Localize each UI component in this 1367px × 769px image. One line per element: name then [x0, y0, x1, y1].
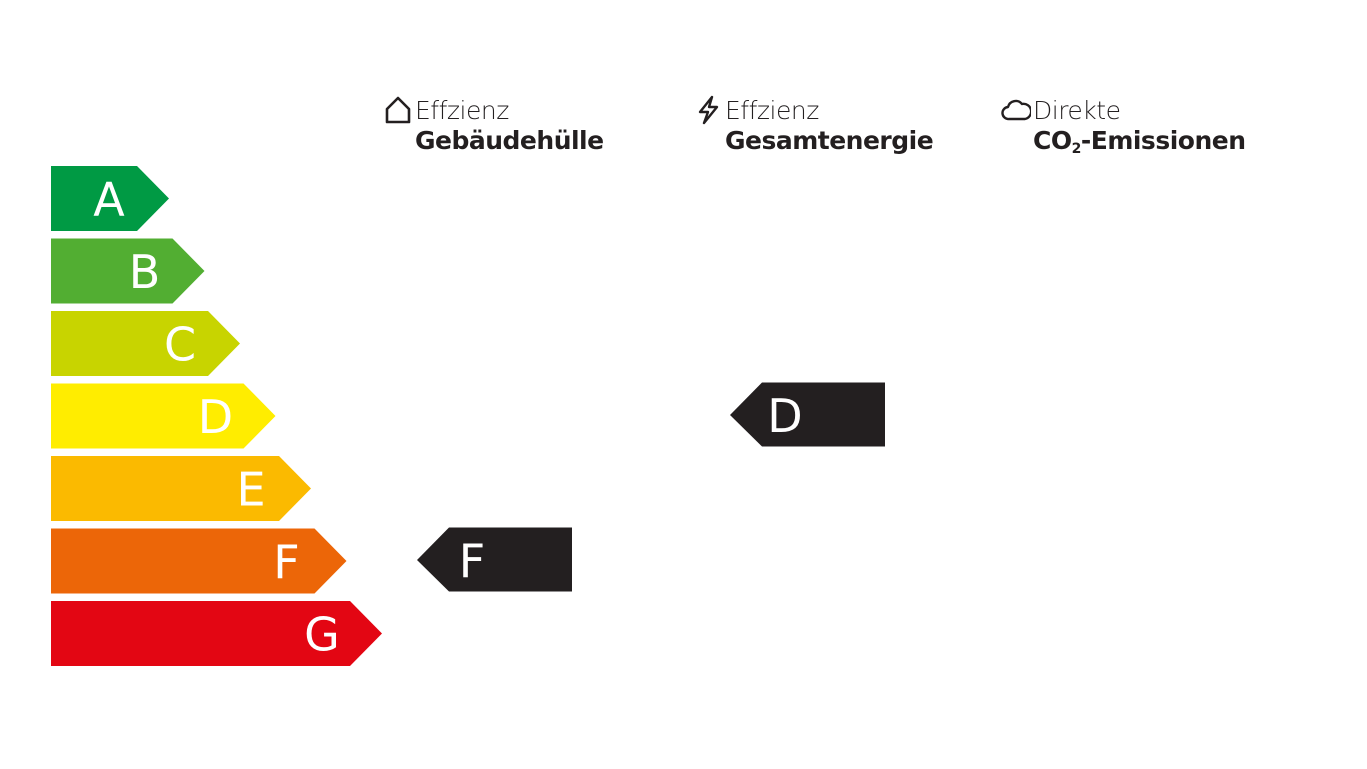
emissions-text: -Emissionen [1080, 126, 1246, 155]
energy-class-bar-D [51, 383, 276, 449]
energy-class-label-C: C [164, 318, 196, 372]
energy-class-bar-F [51, 528, 347, 594]
header-line1: Direkte [1033, 95, 1121, 125]
header-line2: Gebäudehülle [415, 126, 604, 155]
lightning-icon [698, 95, 719, 125]
energy-class-bar-C [51, 311, 240, 376]
energy-class-label-E: E [236, 463, 265, 517]
rating-indicator-1 [417, 527, 572, 592]
energy-class-label-A: A [93, 173, 125, 227]
rating-indicator-label: F [459, 534, 485, 588]
cloud-icon [1001, 99, 1031, 121]
header-line1: Effzienz [725, 95, 819, 125]
column-header-total-energy: Effzienz Gesamtenergie [693, 94, 934, 155]
energy-class-label-F: F [273, 535, 299, 589]
header-line2: CO2-Emissionen [1033, 126, 1246, 157]
energy-class-bar-B [51, 238, 205, 304]
house-icon [385, 96, 411, 124]
energy-class-label-B: B [129, 245, 161, 299]
co-text: CO [1033, 126, 1072, 155]
energy-class-label-D: D [198, 390, 233, 444]
subscript-2: 2 [1071, 141, 1082, 157]
rating-indicator-2 [730, 382, 885, 447]
energy-class-label-G: G [304, 608, 340, 662]
header-line2: Gesamtenergie [725, 126, 934, 155]
header-line1: Effzienz [415, 95, 509, 125]
column-header-co2-emissions: Direkte CO2-Emissionen [1001, 94, 1246, 157]
energy-class-bar-A [51, 166, 169, 231]
energy-class-bar-E [51, 456, 311, 521]
energy-class-bar-G [51, 601, 382, 666]
rating-indicator-label: D [767, 389, 802, 443]
column-header-building-envelope: Effzienz Gebäudehülle [383, 94, 604, 155]
